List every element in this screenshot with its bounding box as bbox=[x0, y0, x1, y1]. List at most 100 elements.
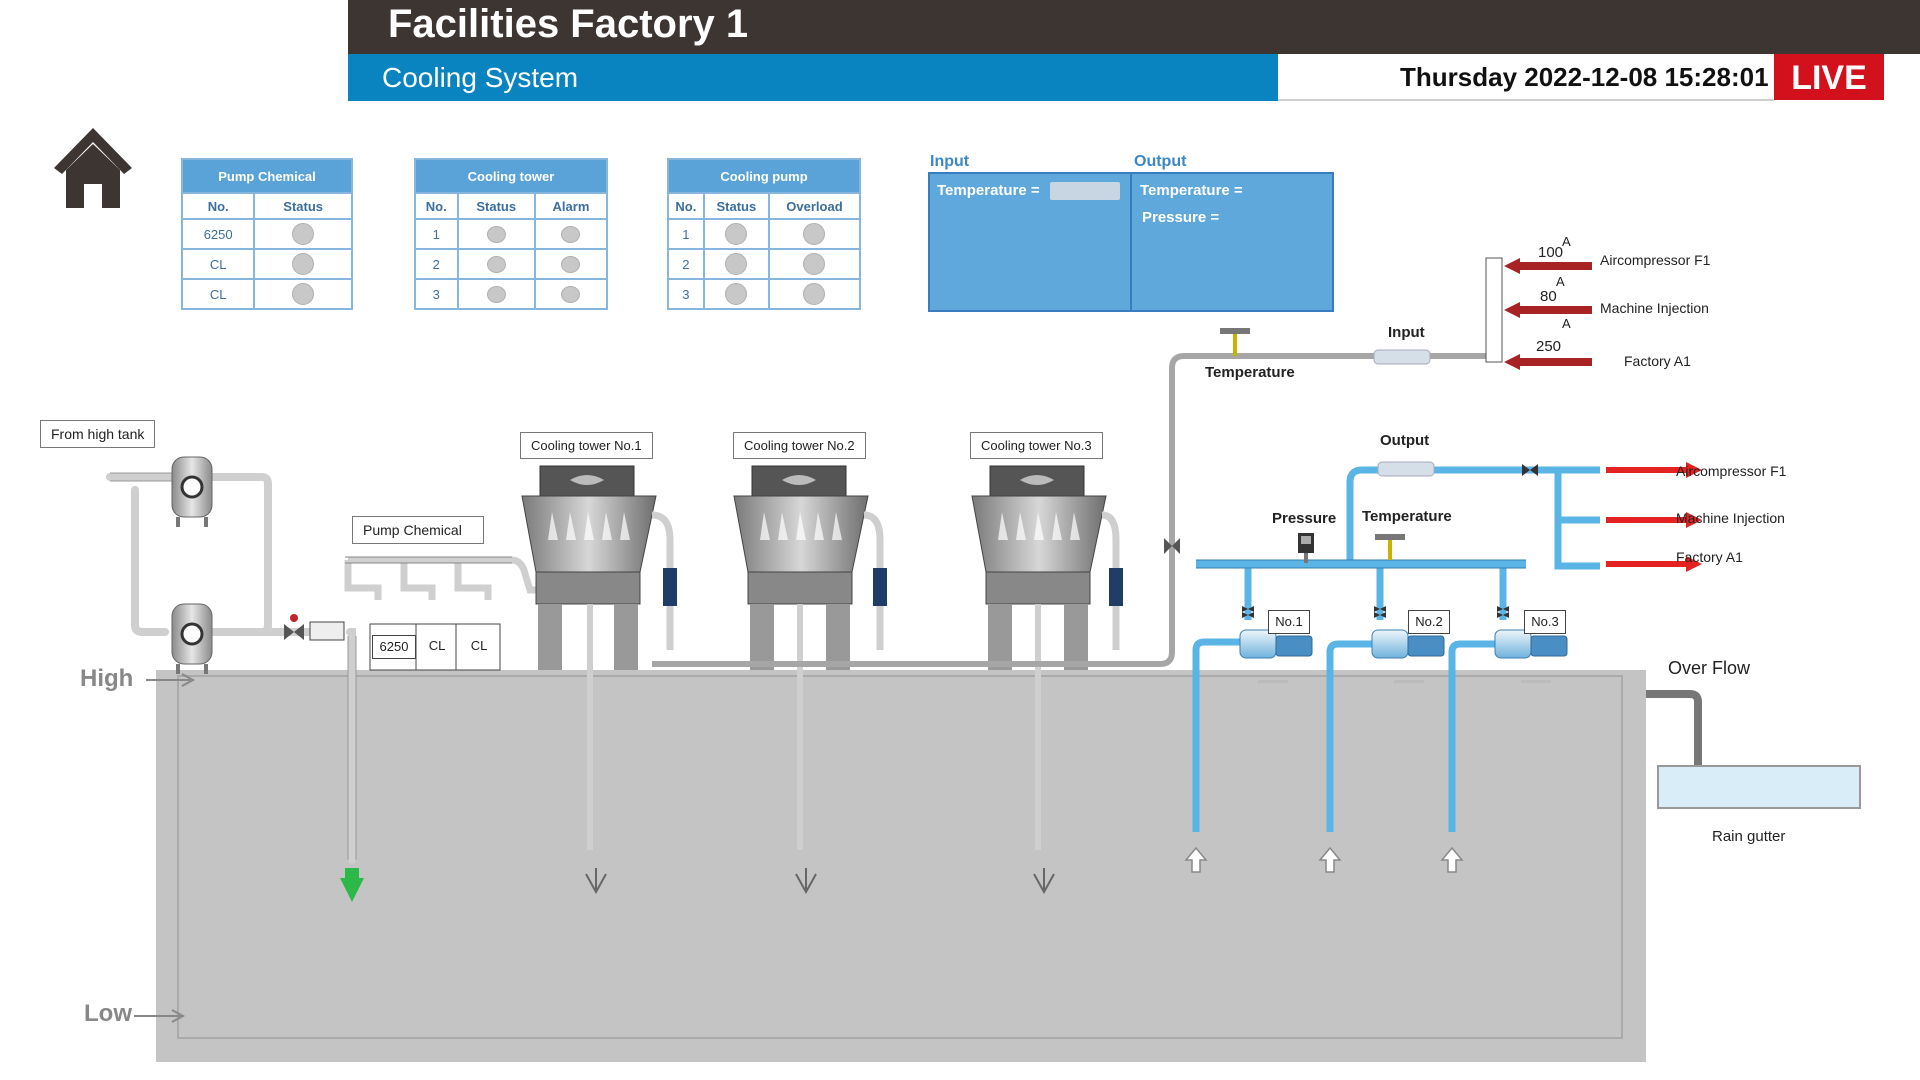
overflow-label: Over Flow bbox=[1668, 658, 1751, 678]
input-value-machine-injection: 80 bbox=[1540, 288, 1557, 305]
col-header: Status bbox=[702, 192, 770, 220]
col-header: Status bbox=[253, 192, 353, 220]
cooling-tower-3 bbox=[971, 465, 1123, 895]
col-header: No. bbox=[180, 192, 256, 220]
status-indicator bbox=[725, 253, 748, 275]
home-icon[interactable] bbox=[52, 124, 134, 210]
input-flow-meter bbox=[1373, 349, 1431, 365]
output-arrows bbox=[1606, 462, 1702, 572]
row-no: CL bbox=[180, 248, 256, 280]
chemical-tank-label: CL bbox=[470, 638, 488, 653]
cooling-pump-1 bbox=[1239, 606, 1313, 683]
valve-icon bbox=[1522, 464, 1538, 476]
readings-input-label: Input bbox=[930, 153, 970, 170]
output-temperature-sensor bbox=[1375, 534, 1405, 560]
page-subtitle: Cooling System bbox=[382, 62, 579, 93]
pressure-gauge-label: Pressure bbox=[1272, 510, 1337, 527]
output-name-factory-a1: Factory A1 bbox=[1676, 549, 1743, 565]
cooling-pump-3 bbox=[1494, 606, 1568, 683]
row-no: 3 bbox=[414, 278, 459, 310]
output-pressure-label: Pressure = bbox=[1142, 209, 1220, 226]
alarm-indicator bbox=[561, 285, 581, 303]
pressure-gauge bbox=[1298, 533, 1314, 563]
water-tank bbox=[156, 670, 1646, 1062]
table-row: CL bbox=[180, 248, 353, 280]
cooling-tower-3-label: Cooling tower No.3 bbox=[970, 432, 1103, 459]
arrow-up-icons bbox=[1184, 846, 1464, 873]
col-header: Alarm bbox=[533, 192, 609, 220]
input-value-aircompressor: 100 bbox=[1538, 244, 1564, 261]
output-name-machine-injection: Machine Injection bbox=[1676, 510, 1785, 526]
output-temperature-label: Temperature = bbox=[1140, 182, 1243, 199]
low-level-marker bbox=[134, 1009, 186, 1023]
col-header: No. bbox=[414, 192, 459, 220]
input-temperature-value bbox=[1050, 182, 1120, 200]
status-indicator bbox=[292, 253, 315, 275]
return-pipe bbox=[652, 353, 1374, 667]
subtitle-bar bbox=[348, 54, 1278, 101]
row-no: 2 bbox=[414, 248, 459, 280]
pump-chemical-table-title: Pump Chemical bbox=[182, 159, 352, 193]
row-no: 1 bbox=[667, 218, 705, 250]
overflow-pipe bbox=[1646, 690, 1702, 794]
input-unit: A bbox=[1562, 316, 1571, 331]
row-no: 1 bbox=[414, 218, 459, 250]
input-unit: A bbox=[1562, 234, 1571, 249]
rain-gutter bbox=[1657, 765, 1861, 809]
status-indicator bbox=[292, 283, 315, 305]
alarm-indicator bbox=[561, 225, 581, 243]
status-indicator bbox=[292, 223, 315, 245]
table-row: CL bbox=[180, 278, 353, 310]
pump-1-label: No.1 bbox=[1268, 610, 1310, 634]
status-indicator bbox=[486, 225, 506, 243]
high-level-marker bbox=[146, 673, 196, 687]
low-level-label: Low bbox=[84, 1000, 132, 1027]
pump-chemical-label: Pump Chemical bbox=[352, 516, 484, 544]
output-flow-label: Output bbox=[1380, 432, 1430, 449]
input-arrows bbox=[1504, 258, 1592, 370]
input-name-aircompressor: Aircompressor F1 bbox=[1600, 252, 1711, 268]
col-header: No. bbox=[667, 192, 705, 220]
valve-icon bbox=[284, 614, 304, 640]
flow-meter bbox=[309, 621, 345, 641]
row-no: 2 bbox=[667, 248, 705, 280]
table-row: 1 bbox=[414, 218, 609, 250]
rain-gutter-label: Rain gutter bbox=[1712, 828, 1786, 845]
cooling-pump-table: Cooling pump No. Status Overload 1 2 3 bbox=[667, 158, 862, 310]
chemical-tank-label: 6250 bbox=[372, 635, 416, 659]
input-temperature-sensor-label: Temperature bbox=[1205, 364, 1295, 381]
valve-icon bbox=[1164, 538, 1180, 554]
cooling-tower-1 bbox=[521, 465, 677, 895]
high-level-label: High bbox=[80, 665, 134, 692]
input-temperature-label: Temperature = bbox=[937, 182, 1040, 199]
cooling-tower-table: Cooling tower No. Status Alarm 1 2 3 bbox=[414, 158, 609, 310]
pump-3-label: No.3 bbox=[1524, 610, 1566, 634]
overload-indicator bbox=[803, 253, 826, 275]
input-value-factory-a1: 250 bbox=[1536, 338, 1562, 355]
high-tank-pipes bbox=[106, 473, 356, 864]
output-name-aircompressor: Aircompressor F1 bbox=[1676, 463, 1787, 479]
header-bar bbox=[348, 0, 1920, 54]
arrow-down-icon bbox=[340, 868, 364, 902]
input-name-factory-a1: Factory A1 bbox=[1624, 353, 1691, 369]
cooling-tower-2 bbox=[733, 465, 887, 895]
high-tank-pipe-edges bbox=[110, 472, 357, 860]
table-row: 2 bbox=[667, 248, 862, 280]
table-row: 6250 bbox=[180, 218, 353, 250]
datetime-display: Thursday 2022-12-08 15:28:01 bbox=[1400, 62, 1769, 92]
table-row: 2 bbox=[414, 248, 609, 280]
input-name-machine-injection: Machine Injection bbox=[1600, 300, 1709, 316]
input-unit: A bbox=[1556, 274, 1565, 289]
pump-2-label: No.2 bbox=[1408, 610, 1450, 634]
output-flow-meter bbox=[1377, 461, 1435, 477]
table-row: 3 bbox=[414, 278, 609, 310]
status-indicator bbox=[486, 285, 506, 303]
from-high-tank-label: From high tank bbox=[40, 420, 156, 448]
output-pipes bbox=[1192, 466, 1600, 832]
input-temperature-sensor bbox=[1220, 328, 1250, 356]
overload-indicator bbox=[803, 283, 826, 305]
input-flow-label: Input bbox=[1388, 324, 1425, 341]
header-divider bbox=[1278, 99, 1774, 101]
status-indicator bbox=[725, 223, 748, 245]
